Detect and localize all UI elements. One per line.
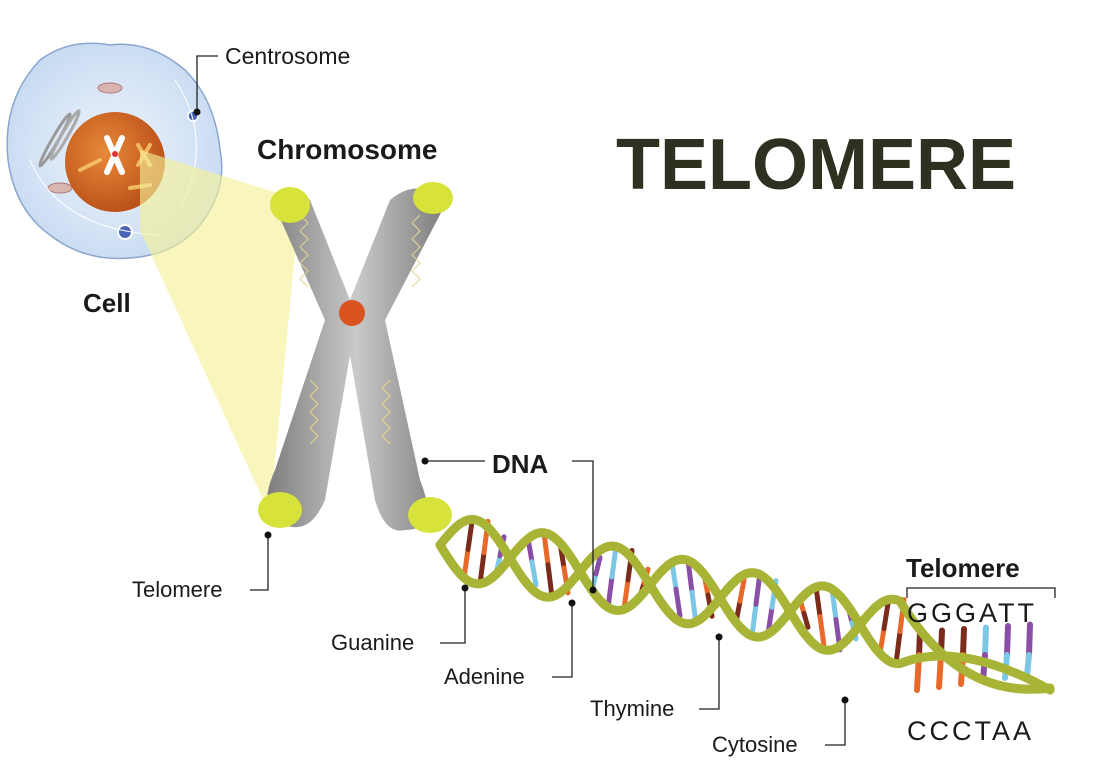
base-pair: [893, 629, 903, 667]
dna-label: DNA: [492, 449, 549, 479]
base-pair: [529, 559, 539, 588]
telomere-base: [982, 624, 989, 658]
telomere-base: [1004, 623, 1011, 658]
telomere-cap: [408, 497, 452, 533]
base-pair: [749, 601, 759, 639]
telomere-base: [960, 626, 967, 658]
centrosome-label: Centrosome: [225, 43, 350, 69]
base-pair: [673, 586, 683, 619]
base-pair: [737, 577, 747, 604]
top-strand-sequence: GGGATT: [907, 598, 1037, 628]
cytosine-label: Cytosine: [712, 732, 798, 757]
centromere: [339, 300, 365, 326]
telomere-base: [1024, 652, 1032, 678]
bottom-strand-sequence: CCCTAA: [907, 716, 1034, 746]
base-pair: [801, 610, 811, 630]
chromosome-illustration: [258, 182, 453, 533]
guanine-label: Guanine: [331, 630, 414, 655]
base-pair: [545, 562, 555, 600]
telomere-base: [1026, 621, 1033, 658]
telomere-right-label: Telomere: [906, 553, 1020, 583]
dna-strand: [435, 514, 1055, 694]
telomere-cap: [270, 187, 310, 223]
dna-helix: [435, 514, 1055, 695]
telomere-cap: [258, 492, 302, 528]
base-pair: [593, 554, 603, 577]
dna-strand: [435, 528, 1055, 695]
cell-label: Cell: [83, 288, 131, 318]
telomere-cap: [413, 182, 453, 214]
base-pair: [477, 550, 487, 587]
base-pair: [541, 530, 551, 568]
leader-lines: [193, 55, 1056, 746]
base-pair: [609, 543, 619, 580]
zoom-cone: [140, 150, 300, 515]
base-pair: [813, 584, 823, 619]
thymine-label: Thymine: [590, 696, 674, 721]
base-pair: [881, 601, 891, 632]
chromosome-label: Chromosome: [257, 134, 437, 165]
page-title: TELOMERE: [616, 125, 1016, 205]
telomere-left-label: Telomere: [132, 577, 222, 602]
base-pair: [817, 613, 827, 649]
base-pair: [465, 518, 475, 553]
adenine-label: Adenine: [444, 664, 525, 689]
